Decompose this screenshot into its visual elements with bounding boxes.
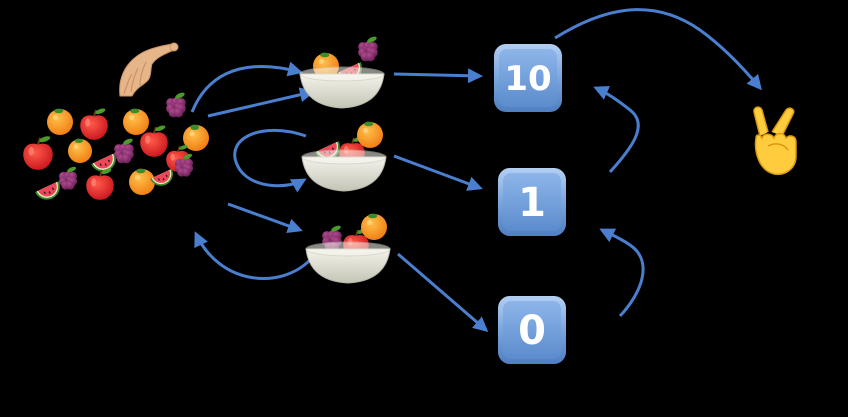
pinching-hand-icon: [119, 42, 179, 97]
bowl-bottom: [305, 213, 391, 284]
bowls-group: [299, 36, 391, 284]
orange-icon: [357, 121, 383, 148]
bowl-top: [299, 36, 385, 109]
grapes-icon: [114, 138, 134, 164]
arrow-keycap-1-to-keycap-10: [593, 86, 640, 174]
apple-icon: [80, 108, 108, 140]
apple-icon: [23, 136, 53, 170]
arrow-bowl-top-to-keycap-10: [393, 68, 483, 84]
arrow-bowl-bottom-to-keycap-0: [397, 252, 489, 332]
orange-icon: [68, 138, 92, 163]
orange-icon: [361, 213, 387, 240]
bowl-middle: [301, 121, 387, 192]
arrow-bowl-bottom-to-pile: [194, 231, 312, 280]
arrows-layer: [190, 8, 762, 332]
arrow-bowl-middle-to-keycap-1: [393, 154, 483, 191]
watermelon-icon: [150, 168, 173, 186]
orange-icon: [47, 108, 73, 135]
orange-icon: [184, 125, 208, 150]
grapes-icon: [166, 92, 186, 118]
keycap-0: 0: [498, 296, 566, 364]
grapes-icon: [58, 166, 78, 190]
watermelon-icon: [91, 153, 116, 172]
grapes-icon: [174, 153, 194, 177]
apple-icon: [86, 168, 114, 200]
grapes-icon: [358, 36, 378, 62]
arrow-hand-to-bowl-top: [190, 61, 303, 113]
mixed-fruit-pile-icon: [23, 92, 209, 200]
keycap-label: 10: [504, 59, 551, 99]
arrow-pile-to-bowl-bottom: [227, 202, 303, 233]
arrow-bowl-middle-loop: [233, 128, 307, 193]
keycap-10: 10: [494, 44, 562, 112]
keycap-label: 1: [518, 180, 546, 226]
apple-icon: [140, 125, 168, 157]
orange-icon: [123, 108, 149, 135]
victory-hand-icon: [753, 106, 797, 176]
orange-icon: [129, 168, 155, 195]
watermelon-icon: [35, 181, 60, 200]
keycap-1: 1: [498, 168, 566, 236]
arrow-pile-to-bowl-top: [207, 87, 315, 118]
arrow-keycap-0-to-keycap-1: [599, 228, 645, 318]
keycap-label: 0: [518, 308, 546, 354]
arrow-keycap-10-to-victory: [554, 8, 762, 91]
